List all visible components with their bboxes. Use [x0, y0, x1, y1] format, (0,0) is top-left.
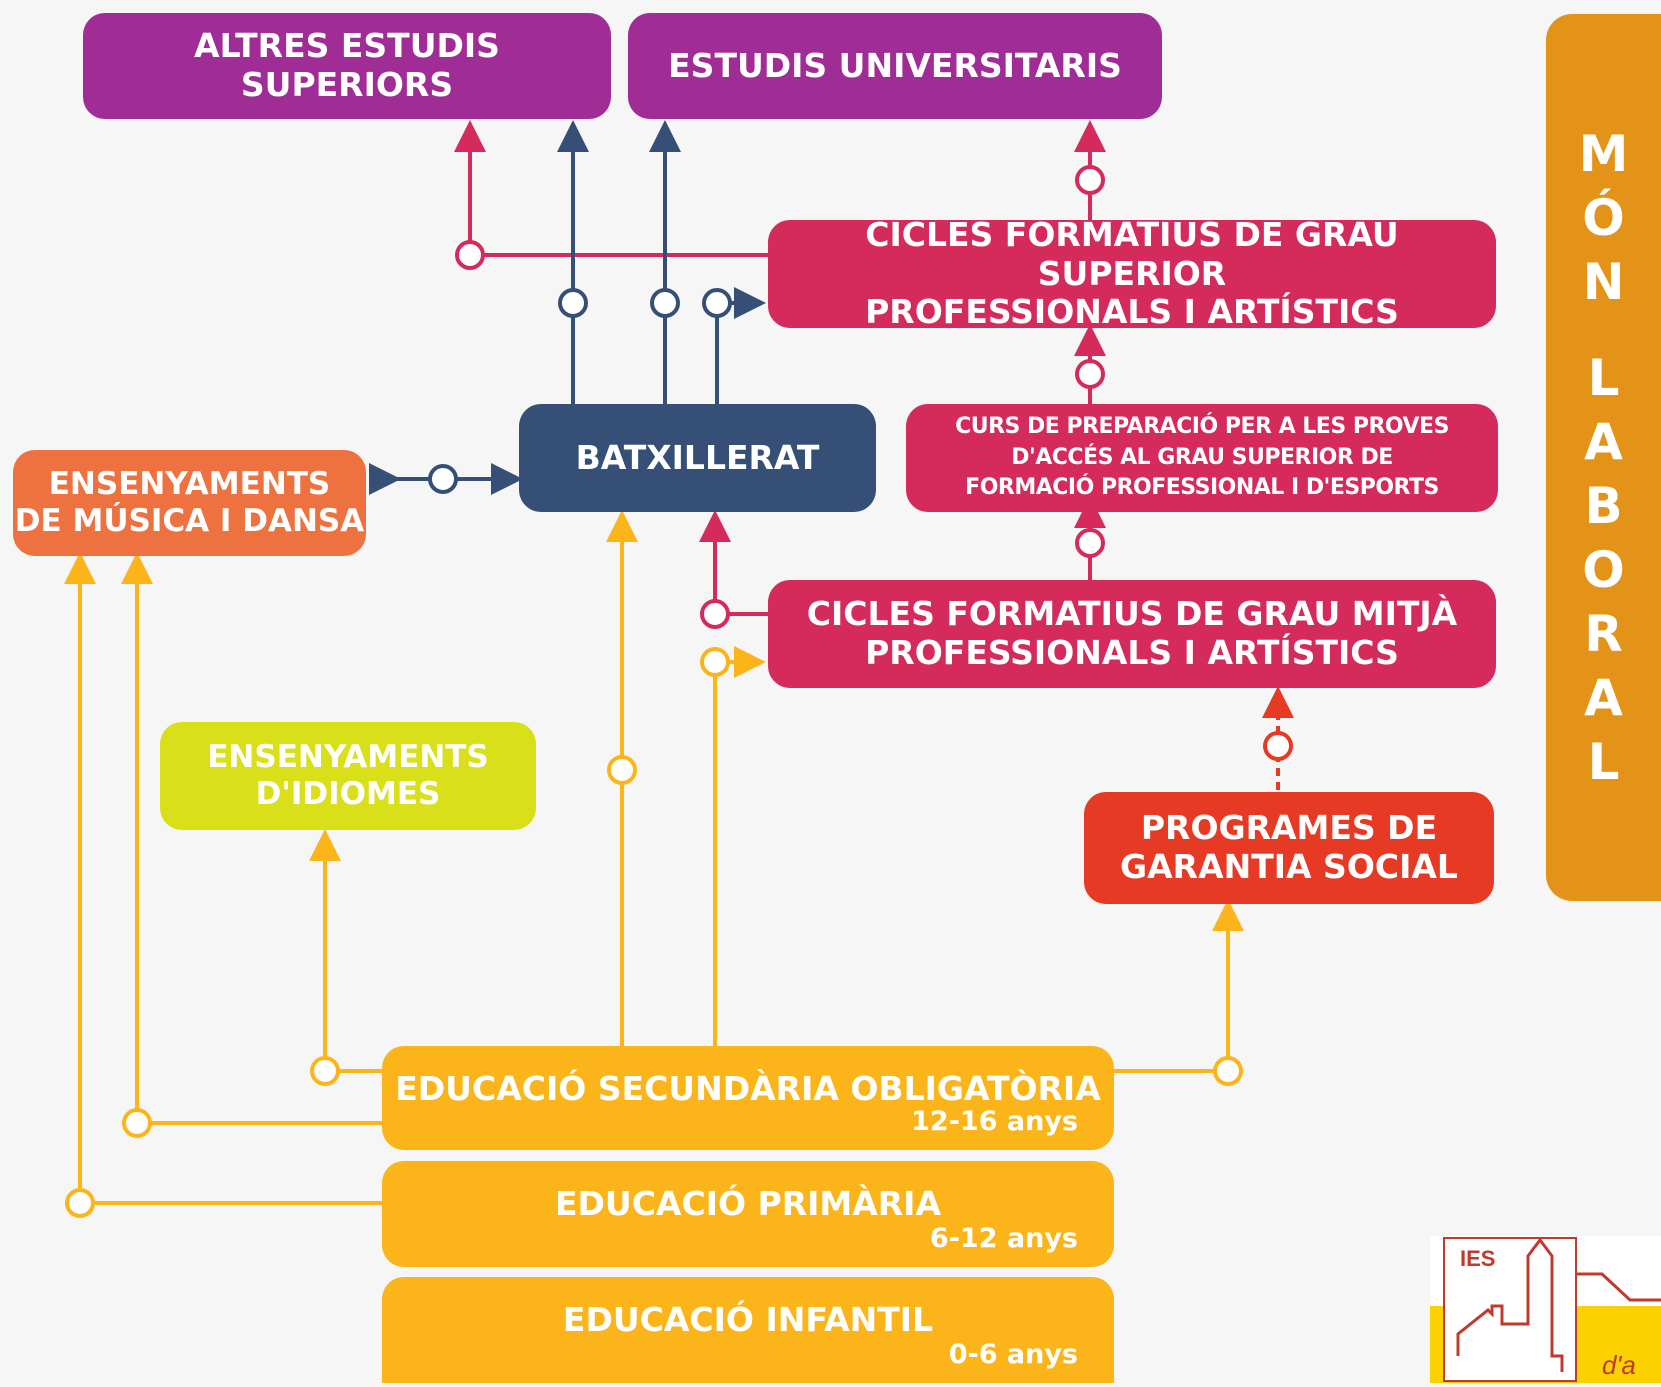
cfgs-label-line1: CICLES FORMATIUS DE GRAU SUPERIOR: [865, 214, 1399, 293]
estudis-universitaris-label: ESTUDIS UNIVERSITARIS: [668, 45, 1122, 85]
eso-to-musica-line: [121, 552, 386, 1125]
cfgs-label-line2: PROFESSIONALS I ARTÍSTICS: [865, 292, 1399, 332]
idiomes-label-line2: D'IDIOMES: [255, 776, 441, 812]
curs-label-line3: FORMACIÓ PROFESSIONAL I D'ESPORTS: [965, 475, 1439, 501]
laboral-letter: L: [1587, 732, 1620, 791]
node-batx-cfgs: [702, 288, 732, 318]
mon-letter: M: [1578, 124, 1629, 183]
altres-estudis-superiors-box: ALTRES ESTUDIS SUPERIORS: [83, 13, 611, 119]
school-logo-icon: IES d'a: [1430, 1236, 1661, 1383]
cfgm-label-line1: CICLES FORMATIUS DE GRAU MITJÀ: [806, 594, 1458, 634]
altres-estudis-superiors-label: ALTRES ESTUDIS SUPERIORS: [194, 26, 500, 104]
cfgm-box: CICLES FORMATIUS DE GRAU MITJÀ PROFESSIO…: [768, 580, 1496, 688]
primaria-age-label: 6-12 anys: [929, 1223, 1078, 1255]
curs-label-line2: D'ACCÉS AL GRAU SUPERIOR DE: [1011, 444, 1393, 470]
laboral-letter: R: [1584, 604, 1623, 663]
node-eso-garantia: [1213, 1056, 1243, 1086]
cfgm-label-line2: PROFESSIONALS I ARTÍSTICS: [865, 633, 1399, 672]
laboral-letter: B: [1584, 476, 1623, 535]
garantia-label-line2: GARANTIA SOCIAL: [1120, 847, 1458, 886]
eso-label: EDUCACIÓ SECUNDÀRIA OBLIGATÒRIA: [395, 1069, 1101, 1108]
musica-dansa-box: ENSENYAMENTS DE MÚSICA I DANSA: [13, 450, 366, 556]
cfgs-to-altres-line: [454, 120, 770, 257]
node-universitaris: [1075, 165, 1105, 195]
eso-to-garantia-line: [1112, 899, 1244, 1073]
primaria-box: EDUCACIÓ PRIMÀRIA 6-12 anys: [382, 1161, 1114, 1267]
musica-label-line1: ENSENYAMENTS: [48, 466, 331, 503]
logo-subtext: d'a: [1602, 1350, 1636, 1380]
idiomes-label-line1: ENSENYAMENTS: [207, 739, 489, 776]
node-garantia-cfgm: [1263, 731, 1293, 761]
school-logo: IES d'a: [1430, 1236, 1661, 1383]
primaria-to-musica-line: [64, 552, 386, 1205]
cfgs-box: CICLES FORMATIUS DE GRAU SUPERIOR PROFES…: [768, 215, 1496, 331]
primaria-label: EDUCACIÓ PRIMÀRIA: [554, 1184, 941, 1223]
node-curs-top: [1075, 359, 1105, 389]
node-batx-musica: [428, 464, 458, 494]
batxillerat-label: BATXILLERAT: [575, 437, 820, 477]
infantil-label: EDUCACIÓ INFANTIL: [562, 1300, 934, 1339]
node-cfgm-batx: [700, 599, 730, 629]
infantil-age-label: 0-6 anys: [948, 1339, 1078, 1371]
node-eso-musica: [122, 1108, 152, 1138]
garantia-social-box: PROGRAMES DE GARANTIA SOCIAL: [1084, 792, 1494, 904]
node-eso-idiomes: [310, 1056, 340, 1086]
idiomes-box: ENSENYAMENTS D'IDIOMES: [160, 722, 536, 830]
laboral-letter: A: [1584, 412, 1623, 471]
eso-to-cfgm-line: [713, 646, 766, 1046]
laboral-letter: L: [1587, 348, 1620, 407]
infantil-box: EDUCACIÓ INFANTIL 0-6 anys: [382, 1277, 1114, 1383]
eso-age-label: 12-16 anys: [911, 1106, 1078, 1138]
node-altres: [455, 240, 485, 270]
mon-laboral-banner: M Ó N L A B O R A L: [1546, 14, 1661, 901]
garantia-label-line1: PROGRAMES DE: [1140, 808, 1438, 848]
node-eso-batx: [607, 755, 637, 785]
estudis-universitaris-box: ESTUDIS UNIVERSITARIS: [628, 13, 1162, 119]
logo-text: IES: [1460, 1246, 1495, 1271]
node-primaria-musica: [65, 1188, 95, 1218]
batx-to-cfgs-line: [715, 287, 766, 404]
laboral-letter: A: [1584, 668, 1623, 727]
node-eso-cfgm: [700, 647, 730, 677]
musica-label-line2: DE MÚSICA I DANSA: [14, 503, 365, 539]
curs-label-line1: CURS DE PREPARACIÓ PER A LES PROVES: [955, 413, 1449, 439]
laboral-letter: O: [1582, 540, 1625, 599]
eso-to-idiomes-line: [309, 829, 386, 1073]
node-batx-altres: [558, 288, 588, 318]
eso-box: EDUCACIÓ SECUNDÀRIA OBLIGATÒRIA 12-16 an…: [382, 1046, 1114, 1150]
curs-preparacio-box: CURS DE PREPARACIÓ PER A LES PROVES D'AC…: [906, 404, 1498, 512]
mon-letter: Ó: [1582, 188, 1625, 247]
cfgm-to-batxillerat-line: [699, 510, 770, 616]
batxillerat-box: BATXILLERAT: [519, 404, 876, 512]
node-batx-universitaris: [650, 288, 680, 318]
node-curs-bottom: [1075, 528, 1105, 558]
mon-letter: N: [1582, 252, 1625, 311]
